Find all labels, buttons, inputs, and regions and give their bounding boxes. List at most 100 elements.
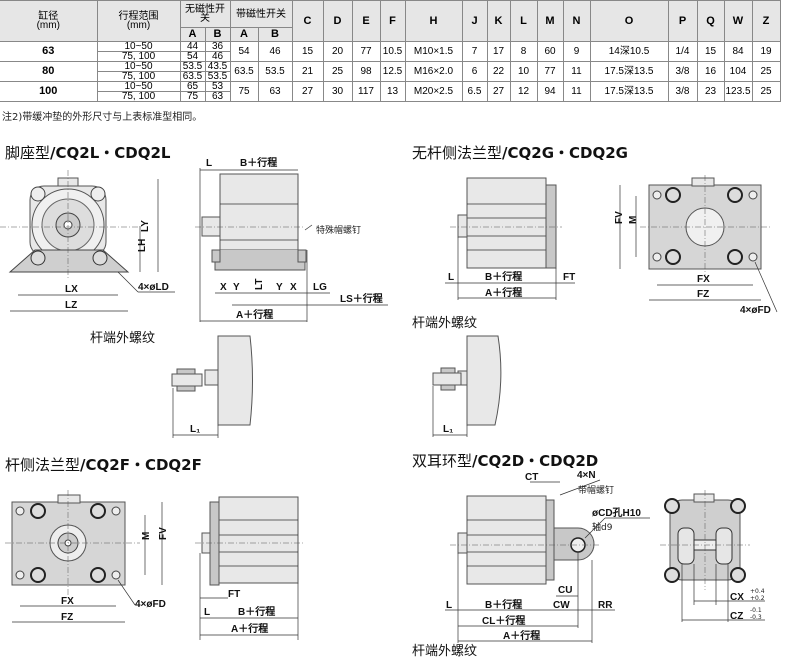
header-col: D (322, 0, 353, 42)
table-cell: 6.5 (461, 81, 488, 102)
dim-label: LY (140, 220, 151, 232)
dim-label: FT (228, 589, 240, 600)
foot-front-view: LY LH LX LZ 4×øLD (0, 170, 175, 312)
head-flange-section: 无杆侧法兰型/CQ2G・CDQ2G L B＋行程 FT A＋行程 (412, 144, 778, 437)
dim-label: L₁ (443, 424, 453, 435)
dim-label: Y (276, 282, 283, 293)
header-col: O (589, 0, 669, 42)
dim-label: FV (158, 527, 169, 540)
dim-label: A＋行程 (236, 308, 273, 321)
dim-label: LH (137, 239, 148, 252)
dim-label: B＋行程 (485, 270, 522, 283)
dim-label: LS＋行程 (340, 292, 383, 305)
header-col: W (723, 0, 753, 42)
header-col: F (379, 0, 406, 42)
dim-label: CZ (730, 611, 743, 622)
dim-label: X (220, 282, 227, 293)
clevis-section: 双耳环型/CQ2D・CDQ2D CT 4×N 带帽螺钉 øCD孔H10 轴d9 (412, 452, 765, 658)
head-flange-front-view: FV M FX FZ 4×øFD (614, 175, 778, 316)
clevis-rod-thread-title: 杆端外螺纹 (412, 644, 477, 658)
dim-label: CX (730, 592, 744, 603)
dim-label: FX (697, 274, 710, 285)
section-title: 无杆侧法兰型/CQ2G・CDQ2G (412, 144, 628, 162)
header-col: Q (696, 0, 725, 42)
dim-label: B＋行程 (485, 598, 522, 611)
section-title: 双耳环型/CQ2D・CDQ2D (412, 452, 598, 470)
header-b: B (257, 27, 293, 42)
dim-label: FX (61, 596, 74, 607)
rod-flange-front-view: M FV FX FZ 4×øFD (5, 490, 169, 623)
dim-label: LZ (65, 300, 77, 311)
dim-label: B＋行程 (240, 156, 277, 169)
header-col: P (667, 0, 698, 42)
dimension-table: 缸径(mm) 行程范围(mm) 无磁性开关 带磁性开关 C D E F H J … (0, 0, 781, 102)
head-rod-thread-view: 杆端外螺纹 L₁ (412, 316, 502, 437)
dim-label: FV (614, 211, 625, 224)
dim-label: CU (558, 585, 572, 596)
dim-label: FZ (61, 612, 73, 623)
dim-label: M (628, 216, 639, 224)
table-note: 注2)带缓冲垫的外形尺寸与上表标准型相同。 (2, 112, 203, 123)
dim-label: 4×øLD (138, 282, 169, 293)
subsection-title: 杆端外螺纹 (90, 331, 155, 346)
rod-flange-side-view: FT L B＋行程 A＋行程 (195, 496, 305, 640)
callout-label: øCD孔H10 (592, 506, 641, 519)
dim-label: L (448, 272, 454, 283)
foot-mount-section: 脚座型/CQ2L・CDQ2L LY LH LX LZ 4×øLD (0, 144, 388, 438)
dim-label: A＋行程 (485, 286, 522, 299)
header-col: K (486, 0, 511, 42)
dim-label: FZ (697, 289, 709, 300)
dim-label: B＋行程 (238, 605, 275, 618)
callout-label: 轴d9 (592, 521, 613, 533)
dim-label: 4×øFD (135, 599, 166, 610)
header-col: J (461, 0, 488, 42)
header-no-magnet: 无磁性开关 (179, 0, 231, 28)
dim-label: 4×N (577, 470, 596, 481)
section-title: 脚座型/CQ2L・CDQ2L (5, 144, 171, 162)
dim-label: RR (598, 600, 613, 611)
tolerance-label: +0.2 (750, 595, 765, 602)
header-col: H (404, 0, 463, 42)
table-cell: 25 (751, 81, 781, 102)
dim-label: L₁ (190, 424, 200, 435)
dim-label: L (446, 600, 452, 611)
dim-label: FT (563, 272, 575, 283)
head-flange-side-view: L B＋行程 FT A＋行程 (445, 177, 575, 300)
tolerance-label: -0.3 (750, 614, 762, 621)
foot-side-view: L B＋行程 特殊帽螺钉 X Y LT Y X LG LS＋行程 A＋行程 (195, 156, 388, 322)
dim-label: X (290, 282, 297, 293)
header-col: C (291, 0, 324, 42)
clevis-front-view: CX +0.4 +0.2 CZ -0.1 -0.3 (660, 490, 765, 622)
callout-label: 特殊帽螺钉 (316, 224, 361, 236)
rod-flange-section: 杆侧法兰型/CQ2F・CDQ2F M FV FX FZ 4×øFD (5, 456, 305, 640)
dim-label: CL＋行程 (482, 614, 525, 627)
header-b: B (204, 27, 231, 42)
dim-label: LG (313, 282, 327, 293)
dim-label: L (204, 607, 210, 618)
table-cell: 30 (322, 81, 353, 102)
header-bore: 缸径(mm) (0, 0, 98, 42)
dim-label: L (206, 158, 212, 169)
header-col: N (562, 0, 591, 42)
dim-label: CT (525, 472, 538, 483)
dim-label: A＋行程 (503, 629, 540, 642)
table-cell: 3/8 (667, 81, 698, 102)
clevis-side-view: CT 4×N 带帽螺钉 øCD孔H10 轴d9 CU L B＋行程 CW RR … (445, 470, 650, 643)
dim-label: 4×øFD (740, 305, 771, 316)
table-cell: 75 (229, 81, 259, 102)
callout-label: 带帽螺钉 (578, 484, 614, 496)
dim-label: Y (233, 282, 240, 293)
dim-label: CW (553, 600, 570, 611)
header-col: Z (751, 0, 781, 42)
tolerance-label: +0.4 (750, 588, 765, 595)
dim-label: M (141, 532, 152, 540)
dim-label: A＋行程 (231, 622, 268, 635)
header-magnet: 带磁性开关 (229, 0, 293, 28)
foot-rod-thread-view: 杆端外螺纹 L₁ (90, 331, 253, 438)
dim-label: LT (254, 279, 265, 290)
table-cell: 117 (351, 81, 381, 102)
